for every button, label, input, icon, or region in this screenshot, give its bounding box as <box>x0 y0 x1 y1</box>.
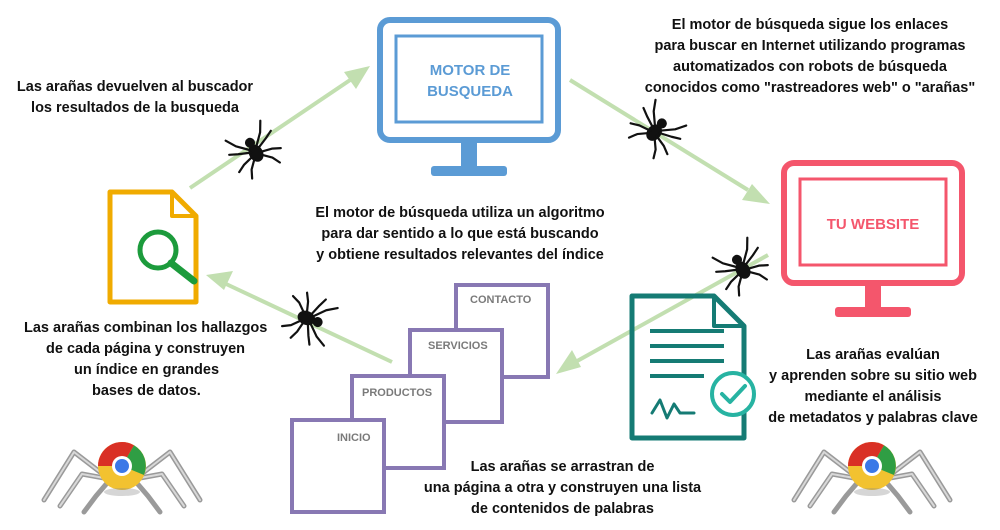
document-search-icon <box>107 189 199 305</box>
page-inicio <box>290 418 386 514</box>
caption-line: y obtiene resultados relevantes del índi… <box>316 247 604 263</box>
caption-bottom: Las arañas se arrastran de una página a … <box>410 457 715 520</box>
caption-line: los resultados de la busqueda <box>31 100 239 116</box>
caption-line: automatizados con robots de búsqueda <box>673 59 947 75</box>
robot-spider-icon <box>44 442 200 512</box>
caption-top-left: Las arañas devuelven al buscador los res… <box>10 77 260 119</box>
caption-line: Las arañas combinan los hallazgos <box>24 320 268 336</box>
caption-line: para dar sentido a lo que está buscando <box>321 226 599 242</box>
website-pages-stack: CONTACTO SERVICIOS PRODUCTOS INICIO <box>290 283 550 514</box>
caption-left: Las arañas combinan los hallazgos de cad… <box>12 318 282 402</box>
caption-line: para buscar en Internet utilizando progr… <box>654 38 966 54</box>
robot-spider-icon <box>794 442 950 512</box>
caption-top-right: El motor de búsqueda sigue los enlaces p… <box>640 15 980 99</box>
website-monitor: TU WEBSITE <box>781 160 965 317</box>
caption-line: conocidos como "rastreadores web" o "ara… <box>644 80 976 96</box>
motor-label-line2: BUSQUEDA <box>427 83 513 100</box>
caption-line: Las arañas evalúan <box>806 347 940 363</box>
page-servicios-label: SERVICIOS <box>428 340 488 352</box>
spider-icon <box>708 234 775 301</box>
spider-icon <box>621 96 691 165</box>
caption-line: y aprenden sobre su sitio web <box>769 368 977 384</box>
caption-center: El motor de búsqueda utiliza un algoritm… <box>300 203 620 266</box>
caption-line: de metadatos y palabras clave <box>768 410 978 426</box>
caption-line: un índice en grandes <box>74 362 220 378</box>
caption-line: Las arañas se arrastran de <box>470 459 655 475</box>
caption-line: mediante el análisis <box>804 389 942 405</box>
search-engine-monitor: MOTOR DE BUSQUEDA <box>377 17 561 176</box>
website-label: TU WEBSITE <box>827 216 920 233</box>
caption-line: una página a otra y construyen una lista <box>423 480 702 496</box>
caption-line: El motor de búsqueda sigue los enlaces <box>671 17 949 33</box>
caption-line: El motor de búsqueda utiliza un algoritm… <box>315 205 605 221</box>
caption-right: Las arañas evalúan y aprenden sobre su s… <box>758 345 988 429</box>
page-inicio-label: INICIO <box>337 432 371 444</box>
spider-icon <box>278 287 341 351</box>
motor-label-line1: MOTOR DE <box>430 62 511 79</box>
caption-line: Las arañas devuelven al buscador <box>16 79 254 95</box>
page-contacto-label: CONTACTO <box>470 294 532 306</box>
caption-line: de contenidos de palabras <box>471 501 654 517</box>
caption-line: de cada página y construyen <box>46 341 246 357</box>
page-productos-label: PRODUCTOS <box>362 387 432 399</box>
caption-line: bases de datos. <box>92 383 201 399</box>
certificate-icon <box>629 293 756 441</box>
